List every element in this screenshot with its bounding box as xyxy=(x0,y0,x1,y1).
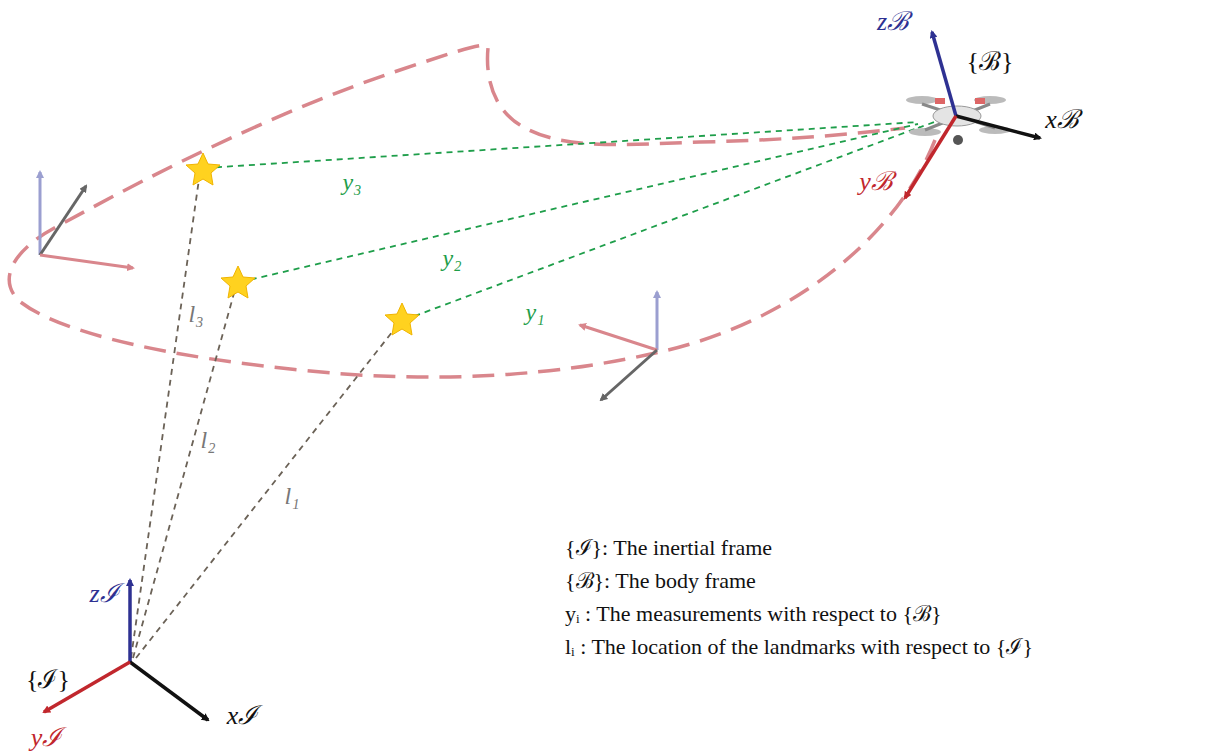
axis-label: xℐ xyxy=(227,702,258,731)
legend-text: {ℬ}: The body frame xyxy=(565,569,756,593)
drone-icon xyxy=(906,96,1011,145)
measurement-label: y₂ xyxy=(443,245,462,271)
body-frame xyxy=(905,32,1040,198)
landmark-label: l₃ xyxy=(188,301,203,327)
frame-label: {ℬ} xyxy=(967,48,1014,77)
frame-label: {ℐ} xyxy=(26,666,70,695)
legend-text: yᵢ : The measurements with respect to {ℬ… xyxy=(565,602,942,626)
axis-label: yℬ xyxy=(859,168,893,197)
trajectory xyxy=(9,45,935,377)
axis-label: yℐ xyxy=(31,724,62,753)
inertial-frame xyxy=(44,580,208,720)
landmark-label: l₁ xyxy=(284,483,299,509)
landmark-star xyxy=(186,153,419,335)
axis-label: xℬ xyxy=(1045,106,1079,135)
axis-label: zℐ xyxy=(89,580,118,609)
landmark-lines xyxy=(131,172,400,658)
legend-text: lᵢ : The location of the landmarks with … xyxy=(565,635,1033,659)
axis-label: zℬ xyxy=(877,8,909,37)
measurement-label: y₃ xyxy=(343,169,362,195)
landmark-label: l₂ xyxy=(200,427,215,453)
measurement-lines xyxy=(205,120,940,320)
measurement-label: y₁ xyxy=(526,299,545,325)
legend-text: {ℐ}: The inertial frame xyxy=(565,536,772,560)
